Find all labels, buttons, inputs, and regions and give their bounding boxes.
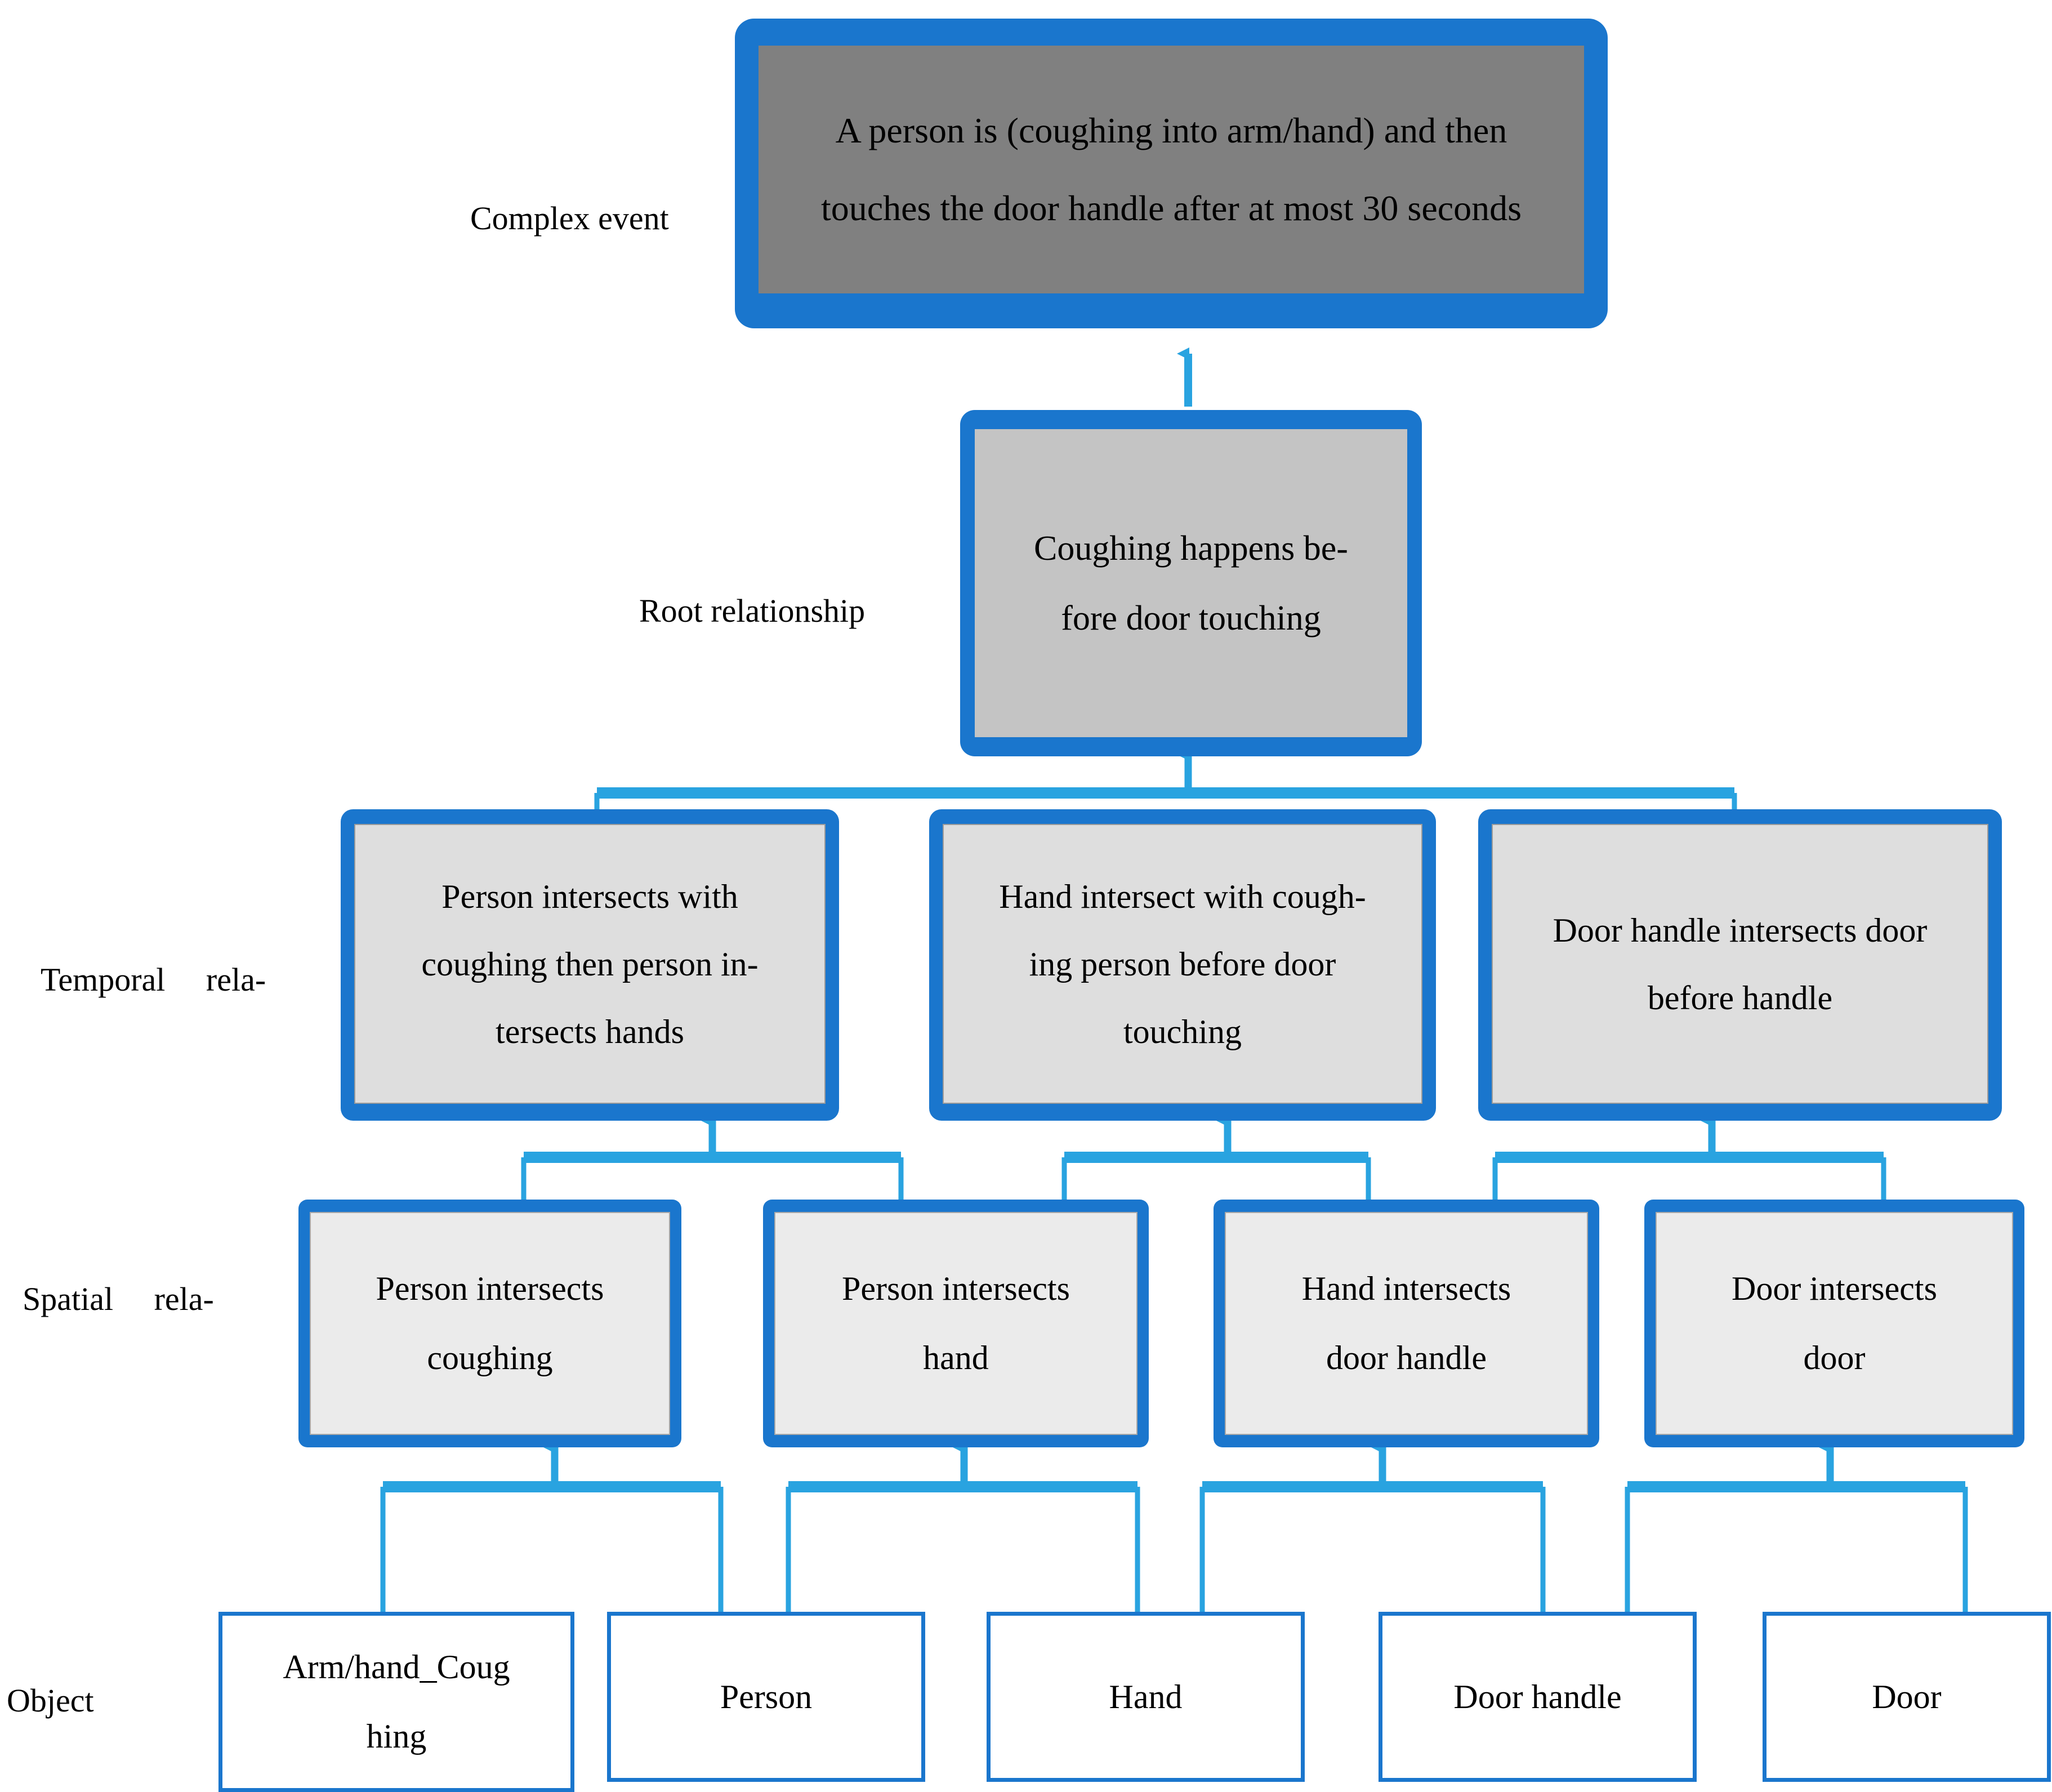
row-label-spatial-relation: Spatial rela- <box>23 1281 214 1317</box>
root-relationship-node[interactable]: Coughing happens be- fore door touching <box>960 410 1422 756</box>
complex-event-label: A person is (coughing into arm/hand) and… <box>820 110 1522 228</box>
object-label-4: Door handle <box>1453 1678 1622 1715</box>
spatial-relation-node-4[interactable]: Door intersects door <box>1644 1200 2024 1447</box>
object-node-2[interactable]: Person <box>607 1612 925 1782</box>
temporal-relation-node-2[interactable]: Hand intersect with cough- ing person be… <box>929 809 1436 1121</box>
complex-event-node[interactable]: A person is (coughing into arm/hand) and… <box>735 19 1608 328</box>
object-node-3[interactable]: Hand <box>987 1612 1305 1782</box>
spatial-relation-label-2: Person intersects hand <box>842 1270 1070 1376</box>
object-node-1[interactable]: Arm/hand_Coug hing <box>218 1612 574 1792</box>
link-spatial-group-2 <box>1061 1115 1371 1201</box>
object-fill-3: Hand <box>991 1616 1301 1778</box>
link-object-group-2 <box>786 1441 1140 1616</box>
spatial-relation-label-1: Person intersects coughing <box>376 1270 604 1376</box>
row-label-complex-event: Complex event <box>470 200 669 237</box>
object-fill-5: Door <box>1766 1616 2047 1778</box>
spatial-relation-fill-1: Person intersects coughing <box>310 1212 670 1435</box>
spatial-relation-label-4: Door intersects door <box>1732 1270 1937 1376</box>
temporal-relation-fill-1: Person intersects with coughing then per… <box>354 824 826 1104</box>
temporal-relation-fill-3: Door handle intersects door before handl… <box>1492 824 1988 1104</box>
row-label-root-relationship: Root relationship <box>639 592 866 629</box>
link-object-group-1 <box>380 1441 724 1616</box>
spatial-relation-fill-2: Person intersects hand <box>774 1212 1137 1435</box>
temporal-relation-node-3[interactable]: Door handle intersects door before handl… <box>1478 809 2002 1121</box>
object-label-2: Person <box>720 1678 813 1715</box>
row-label-temporal-relation: Temporal rela- <box>41 961 266 998</box>
object-fill-4: Door handle <box>1382 1616 1693 1778</box>
spatial-relation-fill-3: Hand intersects door handle <box>1225 1212 1588 1435</box>
link-spatial-group-1 <box>521 1115 904 1201</box>
link-object-group-3 <box>1199 1441 1546 1616</box>
temporal-relation-label-3: Door handle intersects door before handl… <box>1553 911 1928 1017</box>
root-relationship-fill: Coughing happens be- fore door touching <box>975 429 1407 737</box>
object-label-1: Arm/hand_Coug hing <box>283 1648 510 1755</box>
temporal-relation-fill-2: Hand intersect with cough- ing person be… <box>943 824 1422 1104</box>
row-label-object: Object <box>7 1682 94 1719</box>
link-object-group-4 <box>1625 1441 1968 1616</box>
object-fill-2: Person <box>611 1616 921 1778</box>
spatial-relation-node-3[interactable]: Hand intersects door handle <box>1214 1200 1599 1447</box>
object-label-3: Hand <box>1109 1678 1183 1715</box>
object-fill-1: Arm/hand_Coug hing <box>222 1616 570 1788</box>
link-spatial-group-3 <box>1492 1115 1886 1201</box>
object-node-4[interactable]: Door handle <box>1379 1612 1697 1782</box>
temporal-relation-label-1: Person intersects with coughing then per… <box>421 877 759 1050</box>
temporal-relation-label-2: Hand intersect with cough- ing person be… <box>999 877 1366 1050</box>
link-temporal-to-root <box>594 748 1737 817</box>
object-node-5[interactable]: Door <box>1763 1612 2051 1782</box>
spatial-relation-node-1[interactable]: Person intersects coughing <box>298 1200 681 1447</box>
temporal-relation-node-1[interactable]: Person intersects with coughing then per… <box>341 809 839 1121</box>
root-relationship-label: Coughing happens be- fore door touching <box>1034 529 1348 638</box>
spatial-relation-label-3: Hand intersects door handle <box>1301 1270 1511 1376</box>
object-label-5: Door <box>1872 1678 1942 1715</box>
spatial-relation-node-2[interactable]: Person intersects hand <box>763 1200 1149 1447</box>
complex-event-fill: A person is (coughing into arm/hand) and… <box>759 46 1584 293</box>
spatial-relation-fill-4: Door intersects door <box>1656 1212 2013 1435</box>
